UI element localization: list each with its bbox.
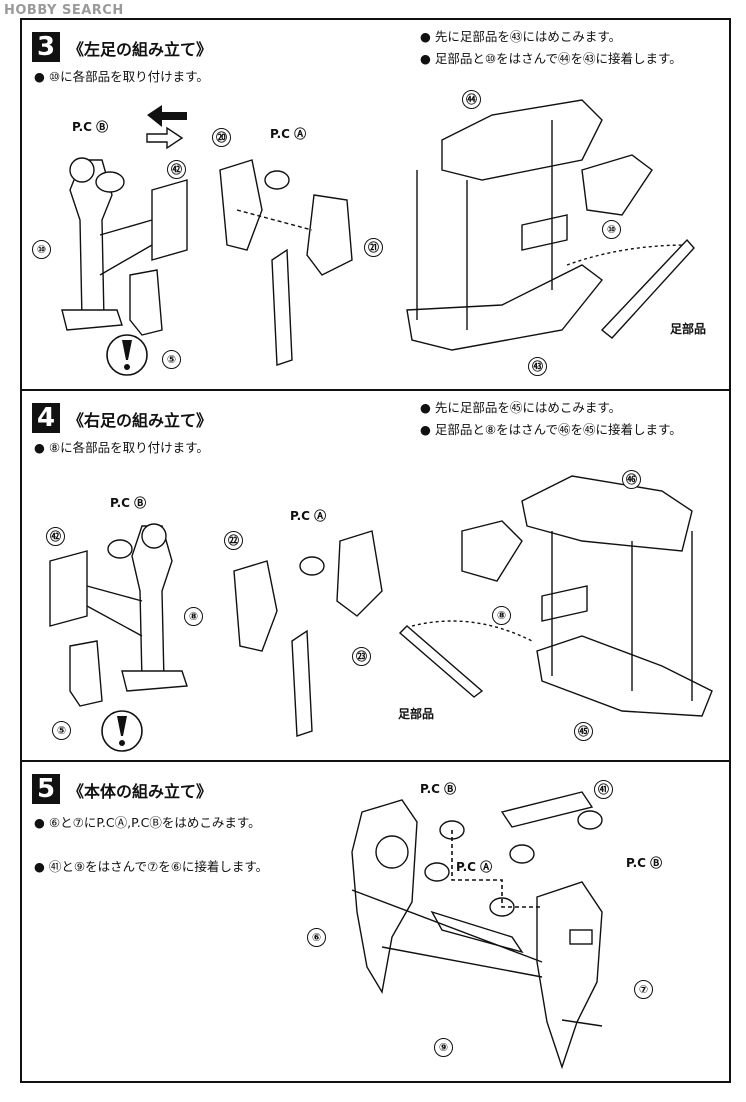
- part-number: ⑥: [307, 928, 326, 947]
- instruction: ●先に足部品を㊺にはめこみます。: [420, 400, 622, 415]
- part-number: ㉑: [364, 238, 383, 257]
- instruction: ●⑥と⑦にP.CⒶ,P.CⒷをはめこみます。: [34, 815, 261, 830]
- part-number: ⑨: [434, 1038, 453, 1057]
- watermark: HOBBY SEARCH: [4, 3, 124, 18]
- leg-frame: [291, 629, 313, 737]
- pc-cap: [299, 556, 325, 576]
- section-step-3: 3 《左足の組み立て》 ●⑩に各部品を取り付けます。 ●先に足部品を㊸にはめこみ…: [22, 20, 729, 391]
- vent: [569, 929, 593, 945]
- part-number: ㊻: [622, 470, 641, 489]
- plate: [151, 179, 188, 261]
- part-number: ⑤: [162, 350, 181, 369]
- pc-cap: [577, 810, 603, 830]
- pc-label: P.C Ⓑ: [72, 120, 109, 134]
- leg-frame: [131, 525, 173, 687]
- pc-cap: [424, 862, 450, 882]
- instruction: ●㊶と⑨をはさんで⑦を⑥に接着します。: [34, 859, 269, 874]
- foot-part: [600, 238, 695, 339]
- arrow-line: [99, 219, 153, 236]
- plate: [49, 550, 88, 627]
- part-number: ㊺: [574, 722, 593, 741]
- pc-label: P.C Ⓐ: [290, 509, 327, 523]
- arrow-icon: [147, 105, 187, 127]
- frame-rect: [541, 585, 588, 622]
- caution-mark: [117, 716, 127, 736]
- pc-cap: [509, 844, 535, 864]
- thruster: [461, 520, 523, 582]
- part-number: ㊹: [462, 90, 481, 109]
- thruster: [581, 154, 653, 216]
- foot-part-label: 足部品: [398, 707, 435, 721]
- pc-label: P.C Ⓑ: [626, 856, 663, 870]
- part-number: ㊶: [594, 780, 613, 799]
- part-number: ⑳: [212, 128, 231, 147]
- part-number: ㉓: [352, 647, 371, 666]
- assembly-diagram: [49, 475, 713, 752]
- caution-circle: [106, 334, 148, 376]
- part-number: ⑤: [52, 721, 71, 740]
- leg-frame: [271, 248, 293, 366]
- section-title: 《本体の組み立て》: [68, 782, 213, 801]
- part-number: ⑩: [32, 240, 51, 259]
- shell-part: [219, 159, 263, 251]
- part-number: ㊸: [528, 357, 547, 376]
- body-half-right: [536, 881, 603, 1070]
- section-step-5: 5 《本体の組み立て》 ●⑥と⑦にP.CⒶ,P.CⒷをはめこみます。 ●㊶と⑨を…: [22, 762, 729, 1081]
- upper-body: [441, 99, 603, 181]
- caution-mark: [122, 340, 132, 360]
- part-number: ㊷: [46, 527, 65, 546]
- section-step-4: 4 《右足の組み立て》 ●⑧に各部品を取り付けます。 ●先に足部品を㊺にはめこみ…: [22, 391, 729, 762]
- part-number: ⑦: [634, 980, 653, 999]
- part-number: ⑩: [602, 220, 621, 239]
- pc-label: P.C Ⓐ: [270, 127, 307, 141]
- instruction: ●足部品と⑩をはさんで㊹を㊸に接着します。: [420, 51, 682, 66]
- instruction: ●足部品と⑧をはさんで㊻を㊺に接着します。: [420, 422, 682, 437]
- part-number: ⑧: [492, 606, 511, 625]
- joint: [141, 523, 167, 549]
- step-number: 3: [32, 32, 60, 62]
- small-part: [129, 269, 163, 336]
- body-half-left: [351, 799, 418, 994]
- instruction-page: 3 《左足の組み立て》 ●⑩に各部品を取り付けます。 ●先に足部品を㊸にはめこみ…: [20, 18, 731, 1083]
- upper-body: [521, 475, 693, 552]
- assembly-diagram: [351, 791, 603, 1070]
- bracket: [500, 791, 594, 828]
- shell-part: [233, 560, 278, 652]
- pc-cap: [264, 170, 290, 190]
- pc-label: P.C Ⓑ: [420, 782, 457, 796]
- assembly-diagram: [61, 99, 695, 376]
- shell-part: [306, 194, 353, 276]
- step-number: 5: [32, 774, 60, 804]
- instruction: ●⑧に各部品を取り付けます。: [34, 440, 209, 455]
- pc-label: P.C Ⓐ: [456, 860, 493, 874]
- connector-rod: [430, 910, 524, 954]
- instruction: ●⑩に各部品を取り付けます。: [34, 69, 209, 84]
- socket: [375, 835, 409, 869]
- caution-circle: [101, 710, 143, 752]
- leg-base: [61, 309, 123, 331]
- pc-cap: [95, 171, 125, 193]
- part-number: ㊷: [167, 160, 186, 179]
- section-title: 《右足の組み立て》: [68, 411, 213, 430]
- shell-part: [336, 530, 383, 617]
- section-title: 《左足の組み立て》: [68, 40, 213, 59]
- lower-body: [536, 635, 713, 717]
- leg-base: [121, 670, 188, 692]
- lower-body: [406, 264, 603, 351]
- arrow-icon: [146, 126, 184, 150]
- part-number: ⑧: [184, 607, 203, 626]
- foot-part-label: 足部品: [670, 322, 707, 336]
- joint: [69, 157, 95, 183]
- pc-label: P.C Ⓑ: [110, 496, 147, 510]
- step-number: 4: [32, 403, 60, 433]
- frame-rect: [521, 214, 568, 251]
- arrow-line: [99, 244, 153, 276]
- small-part: [69, 640, 103, 707]
- foot-part: [398, 625, 484, 698]
- pc-cap: [107, 539, 133, 559]
- instruction: ●先に足部品を㊸にはめこみます。: [420, 29, 622, 44]
- part-number: ㉒: [224, 531, 243, 550]
